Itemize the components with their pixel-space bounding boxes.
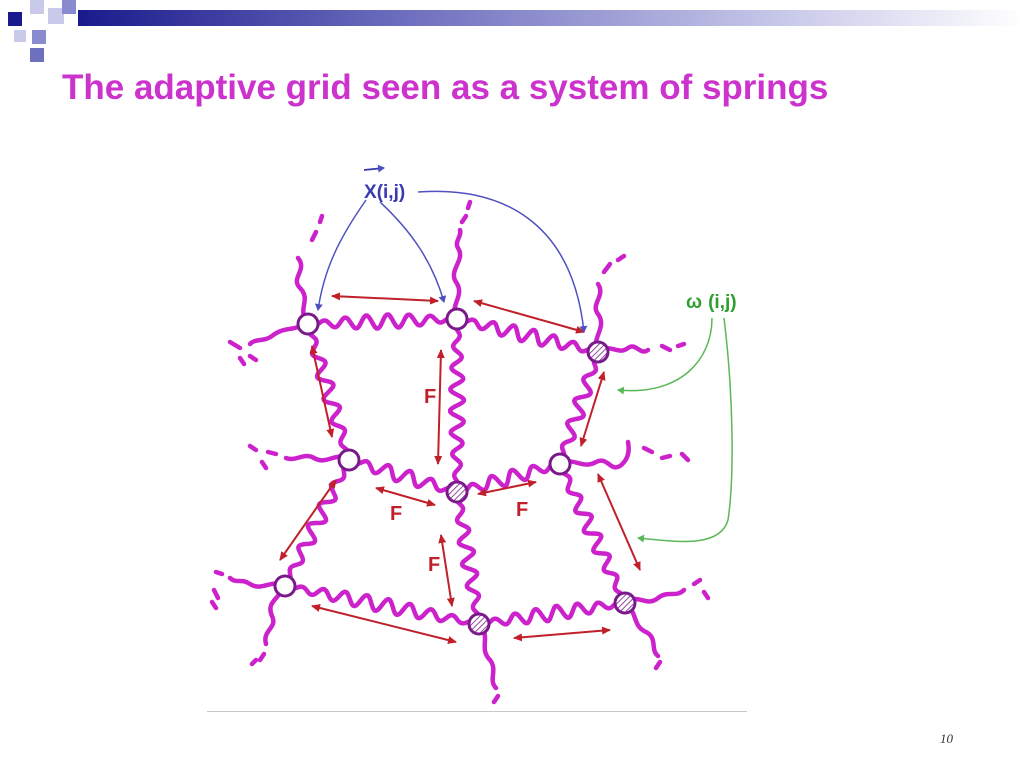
footer-rule <box>207 711 747 712</box>
outer-spring-dash <box>209 569 225 611</box>
deco-square <box>48 8 64 24</box>
force-arrow <box>513 626 611 642</box>
outer-spring <box>263 583 288 647</box>
grid-node-hatched <box>613 591 637 615</box>
deco-square <box>8 12 22 26</box>
position-label-index: (i,j) <box>377 182 406 203</box>
spring-f-i <box>557 461 628 606</box>
header-bar <box>78 10 1024 26</box>
force-label: F <box>428 554 440 576</box>
outer-spring <box>451 227 463 322</box>
omega-symbol: ω <box>686 292 702 313</box>
page-number: 10 <box>940 731 953 746</box>
force-arrow <box>477 479 537 497</box>
spring-a-b <box>305 312 460 331</box>
force-arrow <box>331 292 439 305</box>
force-arrow <box>579 371 606 447</box>
springs-layer <box>282 312 628 628</box>
spring-b-c <box>454 316 601 355</box>
weight-label-index: (i,j) <box>708 292 737 313</box>
weight-label: ω (i,j) <box>686 292 737 313</box>
force-arrow <box>473 299 585 334</box>
spring-d-g <box>282 457 352 589</box>
grid-node <box>273 574 297 598</box>
outer-spring-dash <box>247 443 279 471</box>
deco-square <box>62 0 76 14</box>
outer-spring <box>593 281 604 355</box>
spring-d-e <box>346 457 460 495</box>
outer-spring <box>476 621 499 691</box>
position-label-group: X(i,j) <box>314 164 588 333</box>
spring-grid-diagram: F F F F X(i,j) ω(i,j) <box>209 164 737 705</box>
spring-e-f <box>454 461 563 495</box>
outer-spring-dash <box>641 445 691 463</box>
outer-spring-dash <box>653 659 663 671</box>
deco-square <box>30 0 44 14</box>
position-pointer <box>417 190 588 333</box>
weight-label-group: ω (i,j) <box>617 292 737 543</box>
outer-spring <box>294 255 311 325</box>
outer-spring-dash <box>227 339 259 367</box>
grid-node-hatched <box>467 612 491 636</box>
deco-square <box>14 30 26 42</box>
grid-node <box>296 312 320 336</box>
spring-b-e <box>447 316 467 495</box>
outer-spring-dash <box>691 577 711 601</box>
spring-h-i <box>476 599 628 628</box>
corner-decoration <box>0 0 80 64</box>
grid-node <box>445 307 469 331</box>
outer-spring-dash <box>491 693 501 705</box>
grid-node <box>548 452 572 476</box>
force-arrow <box>438 534 455 607</box>
grid-nodes <box>273 307 637 636</box>
force-arrow <box>597 473 641 571</box>
outer-spring-dash <box>659 341 687 353</box>
force-label: F <box>424 386 436 408</box>
position-pointer <box>379 201 447 303</box>
outer-spring <box>247 319 311 347</box>
grid-node-hatched <box>586 340 610 364</box>
outer-spring-dash <box>309 213 325 243</box>
outer-springs <box>209 199 711 705</box>
force-arrows <box>279 292 641 644</box>
spring-a-d <box>305 321 352 463</box>
force-arrow <box>311 604 457 644</box>
spring-e-h <box>453 489 483 627</box>
force-arrow <box>375 486 436 507</box>
outer-spring-dash <box>249 651 267 667</box>
deco-square <box>30 48 44 62</box>
vector-arrow-icon <box>363 164 385 173</box>
outer-spring-dash <box>459 199 473 225</box>
position-label-main: X <box>364 182 377 203</box>
grid-node-hatched <box>445 480 469 504</box>
position-label: X(i,j) <box>364 182 405 203</box>
weight-pointer <box>637 317 733 543</box>
force-label: F <box>390 503 402 525</box>
slide-title: The adaptive grid seen as a system of sp… <box>62 68 829 107</box>
position-pointer <box>314 199 367 311</box>
deco-square <box>32 30 46 44</box>
outer-spring-dash <box>601 253 627 275</box>
outer-spring <box>557 439 631 470</box>
force-arrow <box>309 345 335 438</box>
force-arrow <box>279 479 337 561</box>
grid-node <box>337 448 361 472</box>
force-arrow <box>434 349 445 465</box>
outer-spring <box>622 600 661 659</box>
weight-pointer <box>617 317 713 395</box>
force-label: F <box>516 499 528 521</box>
